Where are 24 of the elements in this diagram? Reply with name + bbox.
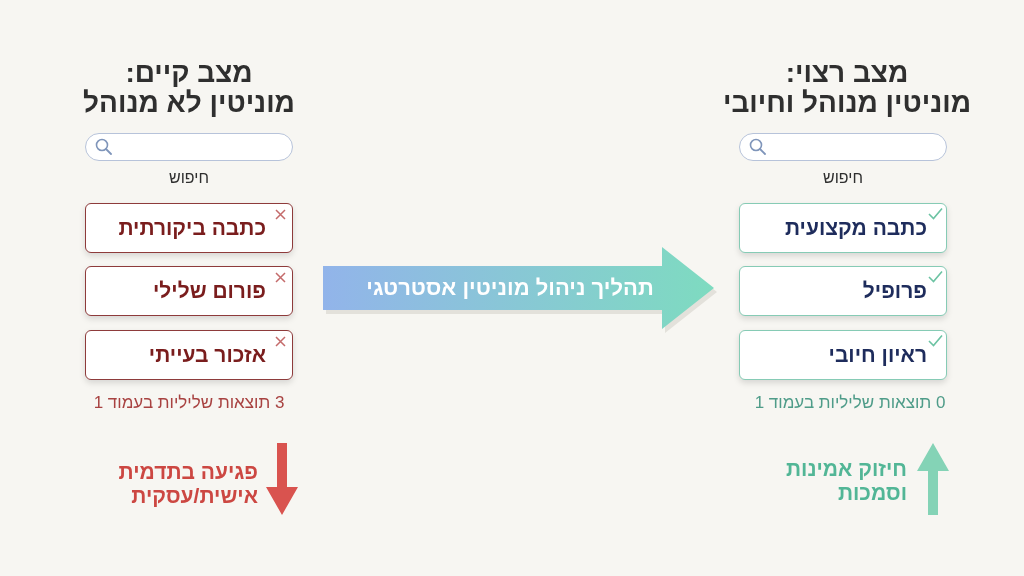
note: 3 תוצאות שליליות בעמוד 1 <box>93 393 285 413</box>
card-title: פרופיל <box>862 278 927 304</box>
card-title: כתבה מקצועית <box>784 215 927 241</box>
note: חיזוק אמינות וסמכות <box>785 457 907 505</box>
card-title: פורום שלילי <box>152 278 266 304</box>
arrow-label: תהליך ניהול מוניטין אסטרטגי <box>366 275 654 301</box>
note: פגיעה בתדמית אישית/עסקית <box>117 460 258 508</box>
card-title: כתבה ביקורתית <box>118 215 266 241</box>
result-card <box>85 330 293 380</box>
result-card <box>85 203 293 253</box>
result-card <box>739 266 947 316</box>
card-title: ראיון חיובי <box>828 342 927 368</box>
heading: מוניטין מנוהל וחיובי <box>722 86 972 120</box>
card-title: אזכור בעייתי <box>148 342 266 368</box>
result-card <box>739 330 947 380</box>
note: 0 תוצאות שליליות בעמוד 1 <box>754 393 946 413</box>
heading: מצב רצוי: <box>785 56 909 89</box>
heading: מוניטין לא מנוהל <box>83 86 295 120</box>
heading: מצב קיים: <box>125 56 253 89</box>
caption: חיפוש <box>169 168 209 188</box>
block-arrow <box>323 247 717 333</box>
result-card <box>739 203 947 253</box>
caption: חיפוש <box>823 168 863 188</box>
result-card <box>85 266 293 316</box>
